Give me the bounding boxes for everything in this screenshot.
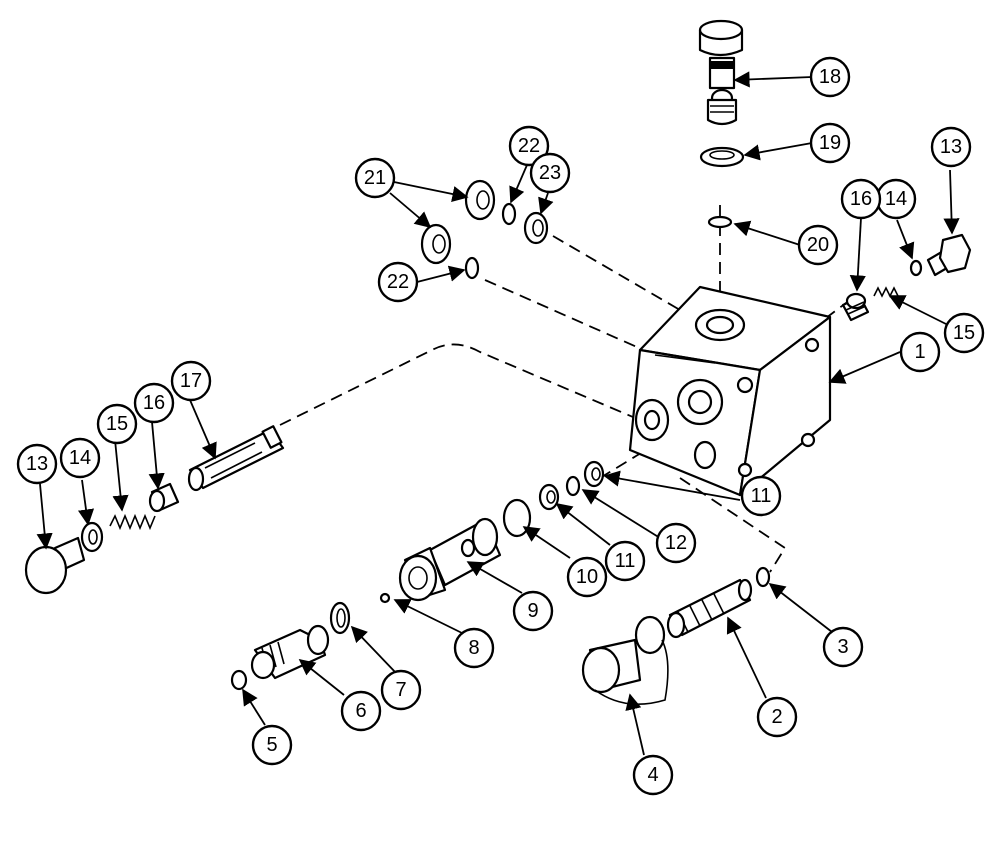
o-ring-part-3	[755, 566, 771, 588]
svg-text:4: 4	[647, 764, 658, 786]
seal-part-23	[523, 211, 549, 245]
callout-13-right: 13	[930, 126, 972, 168]
ring-part-10	[502, 498, 532, 538]
o-ring-part-5	[230, 669, 248, 691]
callout-21: 21	[354, 157, 396, 199]
callout-14-left: 14	[59, 437, 101, 479]
callout-20: 20	[797, 224, 839, 266]
plug-part-13-left	[24, 536, 86, 595]
banjo-bolt-part-18	[698, 19, 744, 126]
callout-10: 10	[566, 556, 608, 598]
callout-7: 7	[380, 669, 422, 711]
fitting-part-6	[250, 624, 330, 680]
svg-text:21: 21	[364, 167, 386, 189]
callouts: 1 2 3 4 5 6 7 8 9 10 11 11 12 13 13 14 1…	[16, 56, 985, 796]
callout-15-right: 15	[943, 312, 985, 354]
callout-5: 5	[251, 724, 293, 766]
spring-part-15-left	[109, 513, 156, 531]
callout-4: 4	[632, 754, 674, 796]
spool-part-17	[187, 425, 285, 492]
svg-text:20: 20	[807, 234, 829, 256]
svg-text:17: 17	[180, 370, 202, 392]
callout-6: 6	[340, 690, 382, 732]
leader-lines	[36, 71, 960, 756]
washer-part-14-right	[909, 259, 923, 277]
svg-text:3: 3	[837, 636, 848, 658]
o-ring-part-12	[565, 475, 581, 497]
callout-12: 12	[655, 522, 697, 564]
seal-part-11-right	[583, 460, 605, 488]
seal-part-21-lower	[420, 223, 452, 265]
svg-text:14: 14	[69, 447, 91, 469]
svg-text:22: 22	[387, 271, 409, 293]
washer-part-19	[699, 146, 745, 168]
callout-9: 9	[512, 590, 554, 632]
o-ring-part-22-lower	[464, 256, 480, 280]
callout-14-right: 14	[875, 178, 917, 220]
callout-11-lower: 11	[604, 540, 646, 582]
svg-text:11: 11	[751, 485, 772, 507]
callout-19: 19	[809, 122, 851, 164]
washer-part-7	[329, 601, 351, 635]
svg-text:23: 23	[539, 162, 561, 184]
callout-16-right: 16	[840, 178, 882, 220]
svg-text:15: 15	[953, 322, 975, 344]
svg-text:19: 19	[819, 132, 841, 154]
ball-part-8	[379, 592, 391, 604]
callout-3: 3	[822, 626, 864, 668]
callout-16-left: 16	[133, 382, 175, 424]
svg-text:15: 15	[106, 413, 128, 435]
svg-text:16: 16	[143, 392, 165, 414]
svg-text:1: 1	[914, 341, 925, 363]
o-ring-part-20	[707, 215, 733, 229]
dust-cap-part-4	[581, 615, 669, 706]
svg-text:12: 12	[665, 532, 687, 554]
svg-text:2: 2	[771, 706, 782, 728]
coupler-part-2	[666, 578, 753, 639]
svg-text:13: 13	[26, 453, 48, 475]
callout-18: 18	[809, 56, 851, 98]
seal-part-11-left	[538, 483, 560, 511]
washer-part-14-left	[80, 521, 104, 553]
poppet-part-16-left	[148, 482, 180, 513]
svg-text:7: 7	[395, 679, 406, 701]
banjo-fitting-part-9	[398, 517, 502, 602]
svg-text:10: 10	[576, 566, 598, 588]
svg-text:18: 18	[819, 66, 841, 88]
svg-text:11: 11	[615, 550, 636, 572]
spring-part-15-right	[873, 286, 899, 298]
svg-text:9: 9	[527, 600, 538, 622]
svg-text:14: 14	[885, 188, 907, 210]
callout-22-upper: 22	[508, 125, 550, 167]
svg-text:5: 5	[266, 734, 277, 756]
callout-17: 17	[170, 360, 212, 402]
poppet-part-16-right	[841, 292, 870, 322]
callout-13-left: 13	[16, 443, 58, 485]
callout-15-left: 15	[96, 403, 138, 445]
callout-2: 2	[756, 696, 798, 738]
o-ring-part-22-upper	[501, 202, 517, 226]
svg-text:13: 13	[940, 136, 962, 158]
svg-text:16: 16	[850, 188, 872, 210]
callout-23: 23	[529, 152, 571, 194]
svg-text:22: 22	[518, 135, 540, 157]
callout-11-upper: 11	[740, 475, 782, 517]
callout-8: 8	[453, 627, 495, 669]
valve-body	[628, 285, 832, 497]
seal-part-21-upper	[464, 179, 496, 221]
svg-text:6: 6	[355, 700, 366, 722]
svg-text:8: 8	[468, 637, 479, 659]
callout-1: 1	[899, 331, 941, 373]
plug-part-13-right	[926, 233, 972, 277]
callout-22-lower: 22	[377, 261, 419, 303]
